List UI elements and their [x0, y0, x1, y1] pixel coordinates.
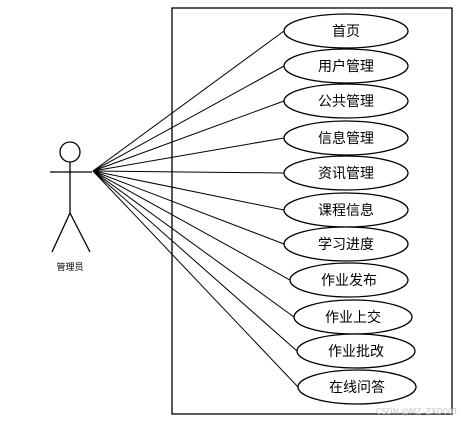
use-case: 课程信息 — [283, 192, 409, 228]
use-case-label: 公共管理 — [318, 94, 374, 110]
actor-head — [59, 141, 81, 163]
use-case-label: 作业上交 — [325, 309, 381, 326]
association-line — [92, 170, 285, 174]
use-case: 作业批改 — [296, 333, 416, 369]
use-case-ellipse — [296, 333, 416, 369]
use-case-label: 作业发布 — [321, 273, 377, 289]
use-case: 公共管理 — [283, 83, 409, 119]
use-case: 信息管理 — [283, 120, 409, 156]
use-case: 用户管理 — [283, 48, 409, 84]
use-case-ellipse — [283, 226, 409, 262]
actor-admin: 管理员 — [50, 141, 92, 273]
use-case: 资讯管理 — [283, 155, 409, 191]
watermark: CSDN @MZ_ZXD001 — [376, 407, 458, 416]
use-case-label: 学习进度 — [318, 237, 374, 253]
use-case-label: 在线问答 — [329, 379, 385, 396]
association-line — [92, 170, 285, 211]
association-lines — [92, 30, 299, 388]
use-case-label: 课程信息 — [318, 202, 374, 219]
use-case-ellipse — [283, 83, 409, 119]
association-line — [92, 137, 285, 172]
use-case: 作业发布 — [289, 262, 409, 298]
use-case-ellipse — [297, 369, 417, 405]
use-case-ellipse — [289, 262, 409, 298]
use-case-ellipse — [283, 13, 409, 49]
use-case-ellipse — [283, 120, 409, 156]
use-case-label: 信息管理 — [318, 130, 374, 147]
use-case: 学习进度 — [283, 226, 409, 262]
actor-left-leg — [51, 212, 71, 253]
association-line — [92, 170, 295, 318]
use-case: 首页 — [283, 13, 409, 49]
association-line — [92, 170, 291, 281]
actor-label: 管理员 — [56, 261, 83, 273]
use-case-label: 资讯管理 — [318, 166, 374, 182]
system-boundary — [171, 7, 453, 415]
actor-right-leg — [69, 212, 91, 253]
association-line — [92, 170, 285, 245]
association-line — [92, 170, 299, 388]
association-line — [92, 170, 298, 352]
use-case: 在线问答 — [297, 369, 417, 405]
use-case: 作业上交 — [293, 299, 413, 335]
use-case-label: 首页 — [332, 24, 360, 40]
association-line — [92, 100, 285, 172]
use-case-label: 作业批改 — [328, 344, 384, 360]
use-case-ellipse — [283, 155, 409, 191]
use-case-label: 用户管理 — [318, 58, 374, 75]
association-line — [92, 30, 285, 172]
association-line — [92, 65, 285, 172]
use-case-ellipse — [283, 48, 409, 84]
use-cases: 首页用户管理公共管理信息管理资讯管理课程信息学习进度作业发布作业上交作业批改在线… — [283, 13, 417, 405]
